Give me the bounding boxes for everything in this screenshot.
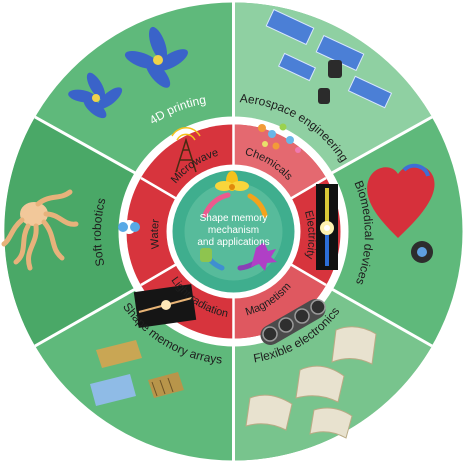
octopus-robot-icon	[1, 189, 79, 271]
heart-icon	[367, 163, 435, 263]
satellite-icon	[265, 8, 393, 109]
chemical-molecules-icon	[258, 123, 301, 153]
water-drop-icon	[118, 220, 140, 234]
stimulus-label-water: Water	[149, 218, 162, 250]
stimulus-ring-dividers	[140, 124, 327, 339]
center-title-line-3: and applications	[197, 237, 269, 248]
application-label-soft-robotics: Soft robotics	[90, 197, 109, 268]
outer-ring-dividers	[34, 2, 433, 461]
flower-icon	[215, 171, 249, 191]
4d-printed-flower-icon	[68, 26, 188, 119]
microwave-tower-icon	[171, 127, 201, 173]
center-sample-icons	[200, 242, 277, 271]
light-beam-icon	[133, 284, 197, 328]
flexible-circuit-icon	[245, 326, 377, 439]
array-samples-icon	[90, 340, 184, 406]
center-title-line-1: Shape memory	[200, 213, 268, 224]
stimulus-label-electricity: Electricity	[302, 209, 318, 260]
glowing-wire-icon	[316, 184, 338, 270]
center-title-line-2: mechanism	[208, 225, 259, 236]
magnetic-coil-icon	[260, 299, 326, 345]
